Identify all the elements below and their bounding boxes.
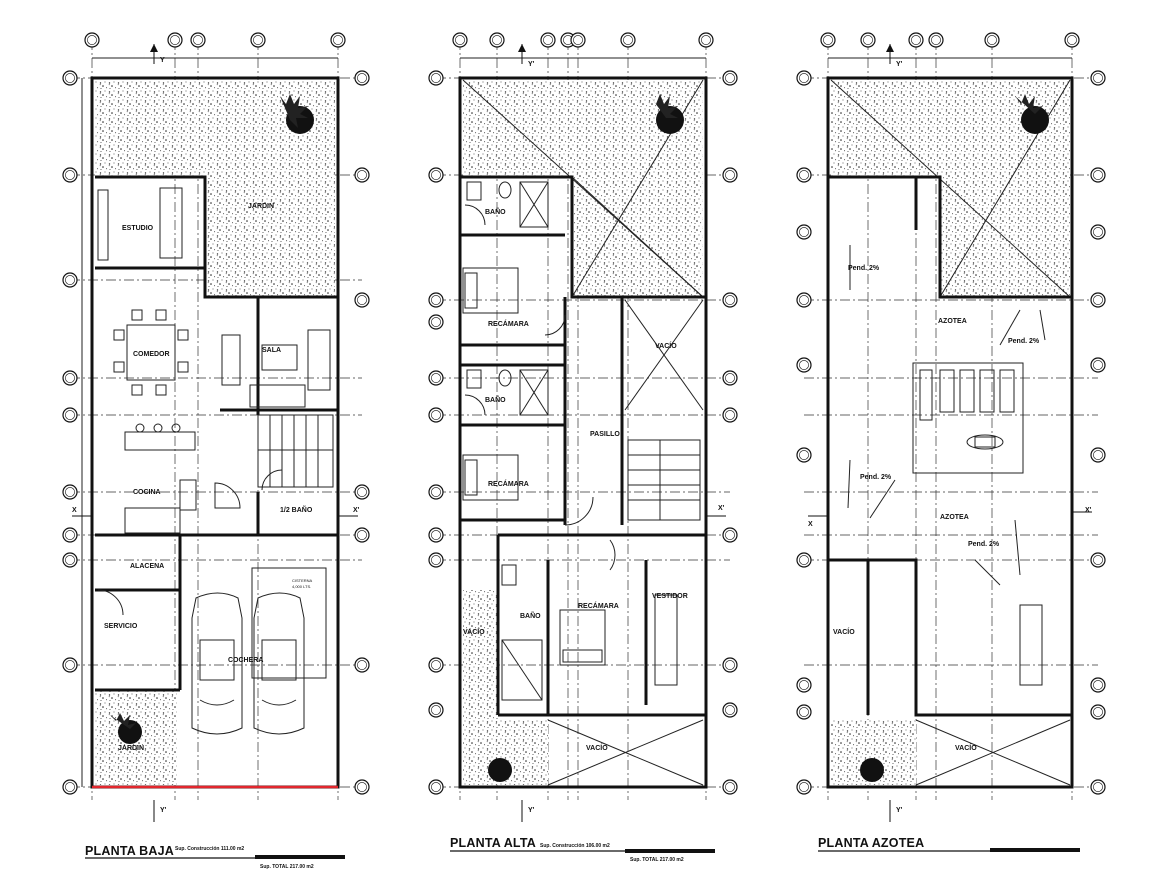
room-label: COCINA [133, 489, 161, 496]
room-label: VACÍO [586, 743, 608, 752]
room-label: JARDIN [118, 745, 144, 752]
slope-label: Pend. 2% [1008, 338, 1040, 345]
slope-label: Pend. 2% [860, 474, 892, 481]
section-marker-x-prime: X' [338, 507, 360, 517]
section-marker-y-prime: Y' [153, 800, 167, 822]
section-label: Y [160, 57, 165, 64]
section-marker-x: X [808, 515, 828, 528]
plan-title: PLANTA AZOTEA [818, 836, 924, 850]
plan-planta-baja: Y Y' X X' ESTUDIO JARDIN COMEDOR SALA CO… [62, 32, 370, 870]
cisterna-capacity: 4,000 LTS. [292, 584, 311, 589]
tree-icon [488, 94, 684, 782]
section-label: X' [718, 505, 725, 512]
section-label: Y' [896, 61, 903, 68]
section-label: Y' [896, 807, 903, 814]
section-label: X [808, 521, 813, 528]
room-label: ESTUDIO [122, 225, 154, 232]
room-label: 1/2 BAÑO [280, 505, 313, 514]
construction-area: Sup. Construcción 106.00 m2 [540, 843, 610, 849]
cisterna-label: CISTERNA [292, 578, 313, 583]
section-marker-y: Y' [518, 44, 535, 68]
section-label: X' [353, 507, 360, 514]
section-marker-y: Y' [886, 44, 903, 68]
slope-label: Pend. 2% [848, 265, 880, 272]
room-label: JARDIN [248, 203, 274, 210]
cisterna-box [251, 567, 327, 679]
room-label: BAÑO [520, 611, 541, 620]
room-label: ALACENA [130, 563, 164, 570]
section-label: X [72, 507, 77, 514]
room-label: COMEDOR [133, 351, 170, 358]
dining-table [126, 324, 176, 381]
section-label: Y' [528, 807, 535, 814]
plan-planta-azotea: Y' Y' X X' AZOTEA AZOTEA VACÍO VACÍO Pen… [796, 32, 1106, 852]
slope-label: Pend. 2% [968, 541, 1000, 548]
tree-icon [110, 713, 142, 744]
room-label: RECÁMARA [578, 601, 619, 610]
room-label: VACÍO [463, 627, 485, 636]
room-label: SERVICIO [104, 623, 138, 630]
room-label: AZOTEA [940, 514, 969, 521]
room-label: BAÑO [485, 207, 506, 216]
water-tank-platform [912, 362, 1024, 474]
room-label: AZOTEA [938, 318, 967, 325]
room-label: RECÁMARA [488, 479, 529, 488]
plan-title: PLANTA BAJA [85, 844, 174, 858]
tree-icon [860, 94, 1049, 782]
section-label: X' [1085, 507, 1092, 514]
tree-icon [280, 94, 314, 134]
plan-title: PLANTA ALTA [450, 836, 536, 850]
section-label: Y' [160, 807, 167, 814]
section-label: Y' [528, 61, 535, 68]
stair-block [257, 414, 334, 488]
room-label: COCHERA [228, 657, 263, 664]
car-2 [253, 592, 305, 735]
room-label: PASILLO [590, 431, 620, 438]
room-label: VESTIDOR [652, 593, 688, 600]
section-marker-x: X [72, 507, 92, 517]
car-1 [191, 592, 243, 735]
garden-side [205, 177, 335, 297]
construction-area: Sup. Construcción 111.00 m2 [175, 846, 244, 852]
room-label: VACÍO [833, 627, 855, 636]
section-marker-x-prime: X' [1072, 507, 1092, 514]
total-area: Sup. TOTAL 217.00 m2 [260, 864, 314, 870]
plan-planta-alta: Y' Y' X' BAÑO RECÁMARA BAÑO RECÁMARA PAS… [428, 32, 738, 863]
section-marker-y-prime: Y' [889, 800, 903, 822]
room-label: VACÍO [655, 341, 677, 350]
room-label: SALA [262, 347, 281, 354]
section-marker-x-prime: X' [706, 505, 726, 517]
section-marker-y: Y [150, 44, 165, 64]
room-label: VACÍO [955, 743, 977, 752]
section-marker-y-prime: Y' [521, 800, 535, 822]
total-area: Sup. TOTAL 217.00 m2 [630, 857, 684, 863]
room-label: RECÁMARA [488, 319, 529, 328]
room-label: BAÑO [485, 395, 506, 404]
